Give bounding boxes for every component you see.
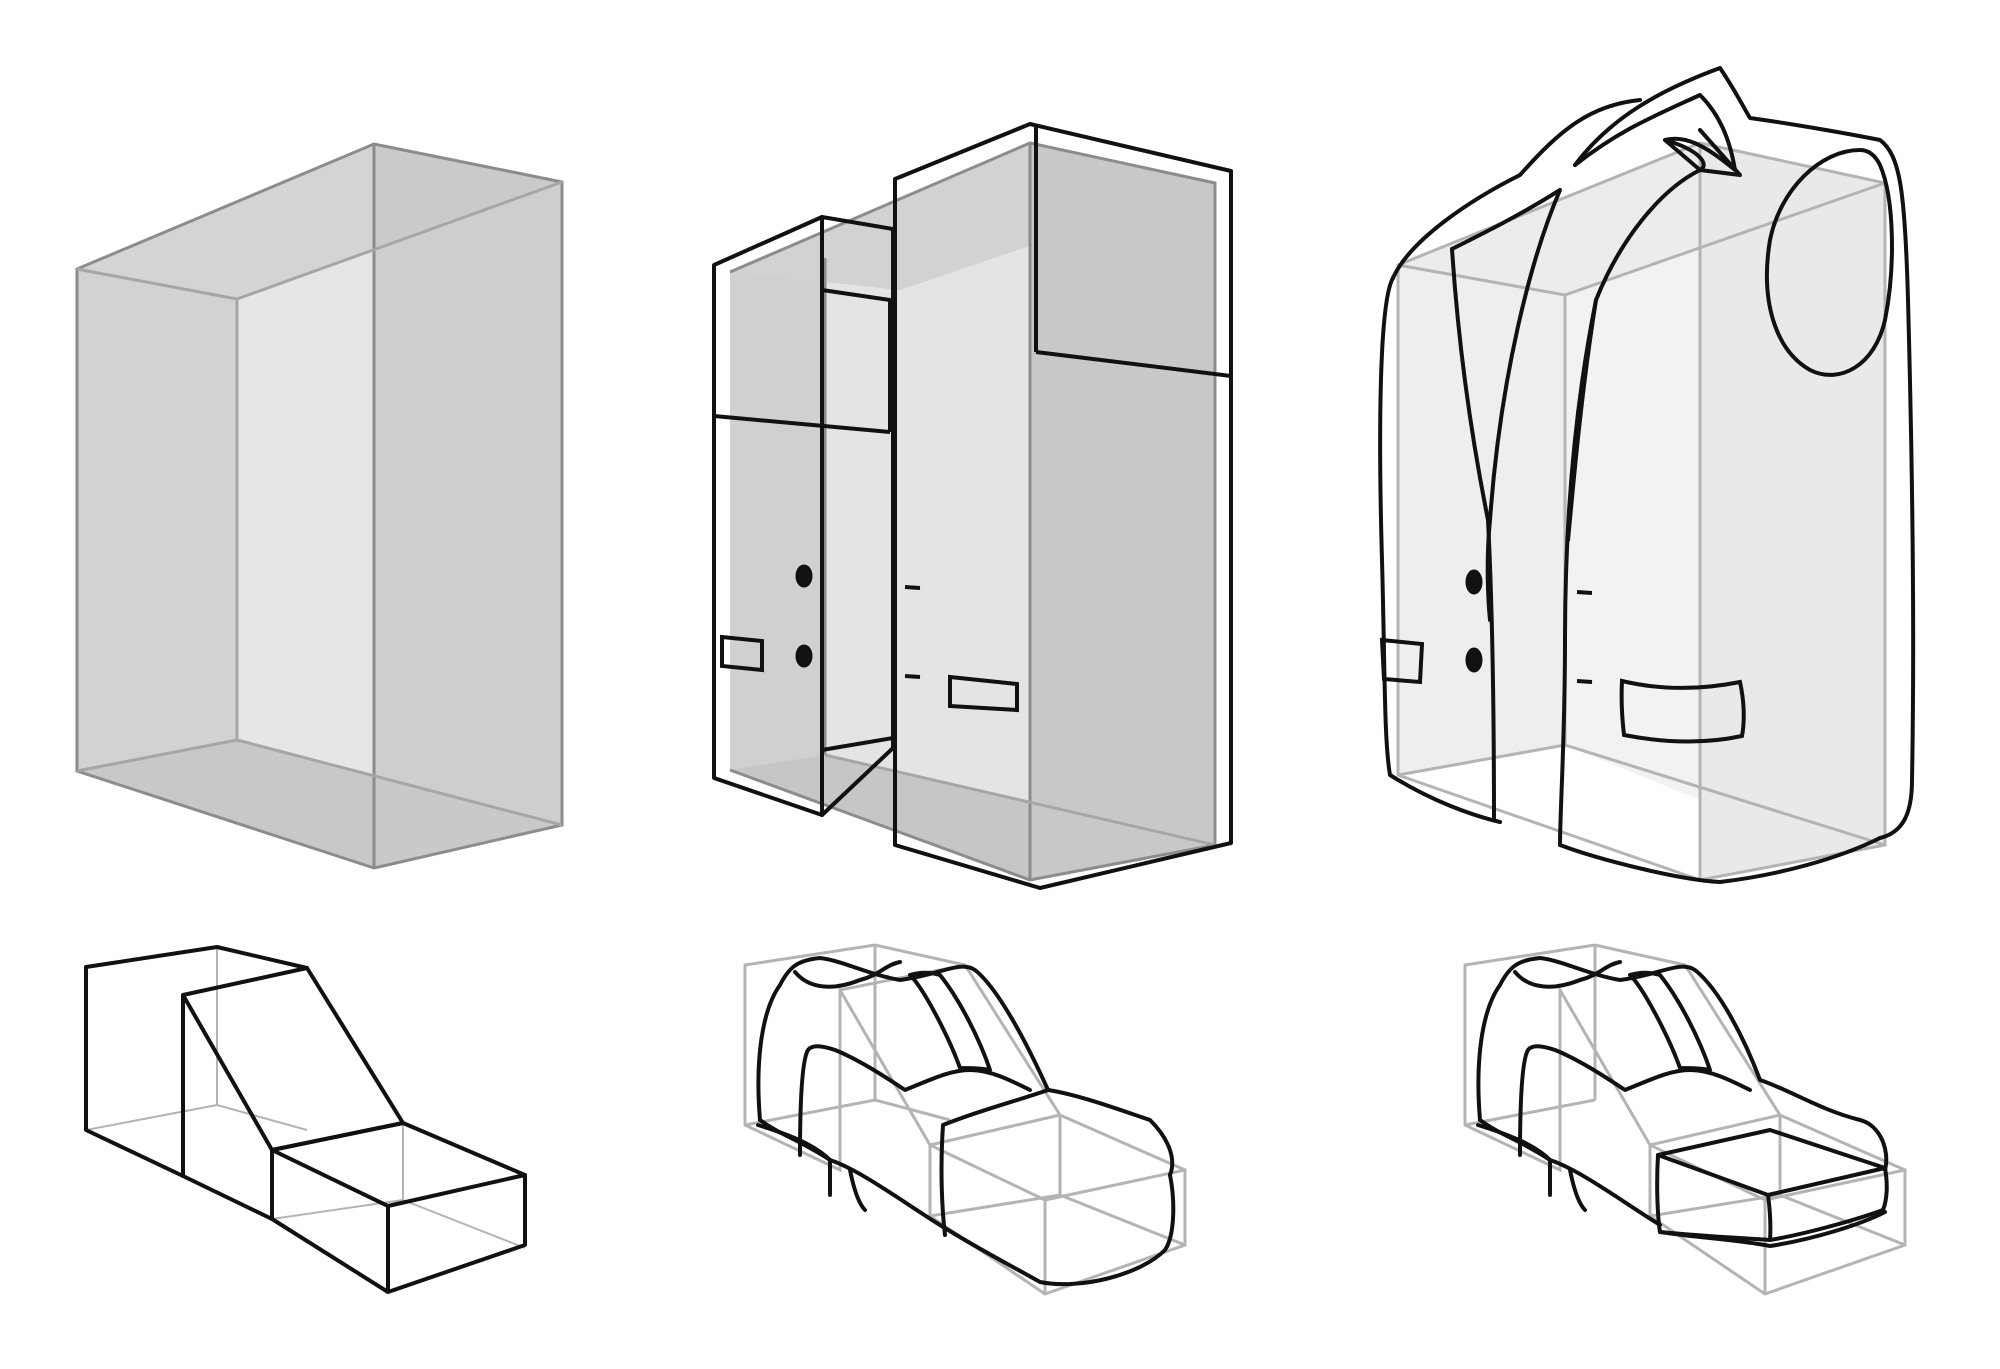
refined-collar [1513,960,1622,989]
ghost-back-face [1565,143,1700,800]
block-visible-edges [84,945,527,1294]
shoe-toe-cap [939,1088,1050,1237]
shoe-collar [793,960,902,989]
toe-block [270,1121,527,1208]
panel-shoe-blocks [84,945,527,1294]
panel-jacket-panels [712,122,1233,890]
inner-box-edges [729,141,1217,882]
block-hidden-edges [85,947,526,1249]
ghost-box-edges [1396,141,1887,882]
refined-guide-blocks [1463,943,1907,1296]
shoe-heel [756,1123,867,1212]
collar-notch [1663,128,1742,177]
box-edges [75,142,564,870]
right-front-edge [1558,298,1598,847]
button-lower [795,644,813,668]
inner-left-face [730,258,825,782]
shoe-sole [758,1118,1176,1287]
panel-jacket-box [75,142,564,870]
jacket-sketch-details [1379,569,1746,744]
jacket-collar-back [1573,66,1916,840]
jacket-panel-outlines [712,122,1233,890]
left-lapel-edge [1450,247,1496,822]
jacket-shoulder-left [1391,98,1642,280]
left-lapel [1450,188,1562,622]
jacket-hem-right [1558,836,1882,884]
sketch-button-upper [1465,569,1483,595]
button-upper [795,564,813,588]
shoe-tongue [908,970,992,1072]
left-pocket [720,634,764,673]
panel-shoe-refined [1463,943,1907,1296]
refined-tongue [1628,970,1712,1072]
right-pocket [948,674,1019,713]
refined-shoe-outline [1476,956,1889,1248]
inner-back-face [825,143,1030,800]
shoe-upper [756,956,1175,1177]
shoe-outline [756,956,1176,1287]
box-back-face [237,144,374,785]
shoe-quarter [798,1044,1032,1157]
panel-jacket-sketch [1378,66,1916,884]
jacket-details [720,564,1019,713]
right-panel-outline [893,122,1233,890]
panel-shoe-sketch [743,943,1187,1296]
sketch-left-pocket [1379,637,1425,685]
armhole [1765,148,1894,377]
refined-heel [1476,1123,1587,1212]
ghost-right-face [1700,143,1885,880]
box-right-face [374,144,562,868]
heel-block [84,945,309,1178]
inner-right-face [1030,143,1215,880]
sketch-right-pocket [1619,678,1746,744]
ghost-left-face [1398,265,1565,775]
sketch-button-lower [1465,647,1483,673]
refined-upper [1476,956,1889,1172]
box-left-face [77,269,237,771]
boxed-toe-top [1656,1128,1887,1197]
boxed-toe-welt [1658,1210,1887,1248]
refined-quarter [1518,1044,1752,1157]
